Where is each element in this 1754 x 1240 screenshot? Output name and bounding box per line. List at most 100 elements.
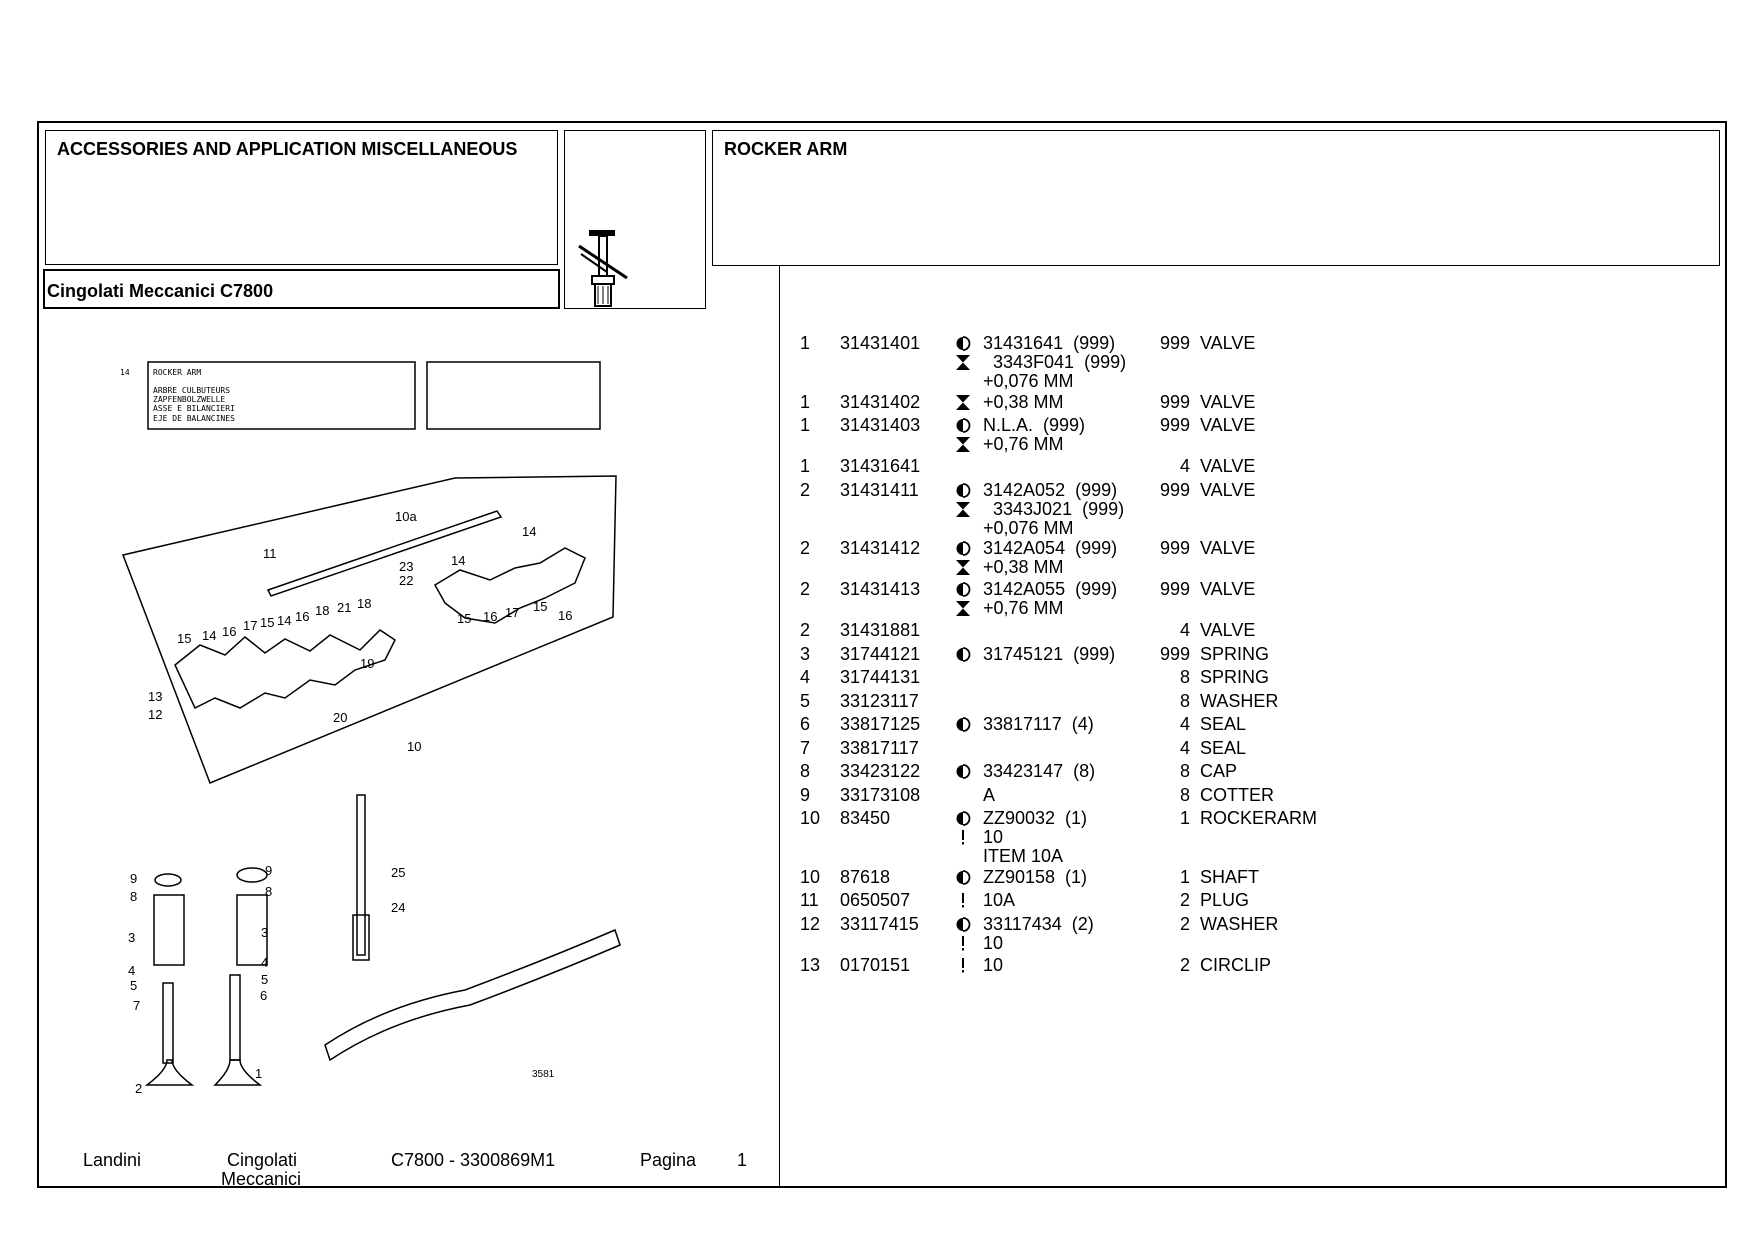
substitute-line: 3142A052 (999) bbox=[983, 479, 1118, 500]
svg-text:8: 8 bbox=[265, 884, 272, 899]
svg-text:15: 15 bbox=[177, 631, 191, 646]
substitute-line: 10 bbox=[983, 827, 1004, 847]
column-divider bbox=[779, 265, 780, 1188]
substitute-line: 33817117 (4) bbox=[983, 714, 1094, 734]
row-quantity: 8 bbox=[1179, 690, 1190, 711]
substitute-line: 31745121 (999) bbox=[983, 643, 1116, 664]
svg-text:4: 4 bbox=[128, 963, 135, 978]
substitute-line: +0,076 MM bbox=[983, 371, 1074, 391]
row-symbols bbox=[952, 956, 976, 975]
row-description: VALVE bbox=[1200, 538, 1256, 558]
row-symbols bbox=[952, 334, 976, 372]
row-part-number: 31431401 bbox=[840, 333, 921, 353]
row-part-number: 31744121 bbox=[840, 643, 921, 664]
svg-text:11: 11 bbox=[263, 546, 277, 561]
svg-text:14: 14 bbox=[277, 613, 291, 628]
row-substitutes: 10 bbox=[983, 954, 1004, 975]
substitute-line: 33117434 (2) bbox=[983, 913, 1094, 934]
substitute-line: 10 bbox=[983, 954, 1004, 975]
footer-series-2: Meccanici bbox=[221, 1169, 302, 1189]
oversize-icon bbox=[952, 353, 976, 372]
model-title: Cingolati Meccanici C7800 bbox=[47, 281, 274, 301]
svg-text:12: 12 bbox=[148, 707, 162, 722]
row-description: VALVE bbox=[1200, 333, 1256, 353]
substitute-line: +0,38 MM bbox=[983, 391, 1064, 412]
row-symbols bbox=[952, 868, 976, 887]
svg-text:14: 14 bbox=[451, 553, 465, 568]
svg-text:17: 17 bbox=[505, 605, 519, 620]
row-description: CIRCLIP bbox=[1200, 954, 1272, 975]
row-description: SEAL bbox=[1200, 737, 1247, 758]
svg-text:18: 18 bbox=[357, 596, 371, 611]
row-part-number: 31431402 bbox=[840, 391, 921, 412]
replaced-by-icon bbox=[952, 416, 976, 435]
row-position: 2 bbox=[800, 620, 811, 640]
svg-text:16: 16 bbox=[295, 609, 309, 624]
substitute-line: A bbox=[983, 784, 996, 805]
row-description: VALVE bbox=[1200, 579, 1256, 599]
svg-text:6: 6 bbox=[260, 988, 267, 1003]
replaced-by-icon bbox=[952, 868, 976, 887]
replaced-by-icon bbox=[952, 334, 976, 353]
row-symbols bbox=[952, 715, 976, 734]
substitute-line: +0,76 MM bbox=[983, 434, 1064, 454]
row-description: VALVE bbox=[1200, 391, 1256, 412]
row-symbols bbox=[952, 762, 976, 781]
row-substitutes: 31745121 (999) bbox=[983, 643, 1116, 664]
substitute-line: 31431641 (999) bbox=[983, 333, 1116, 353]
row-description: SPRING bbox=[1200, 643, 1270, 664]
row-quantity: 999 bbox=[1160, 391, 1191, 412]
oversize-icon bbox=[952, 393, 976, 412]
svg-text:14: 14 bbox=[202, 628, 216, 643]
svg-text:ASSE E BILANCIERI: ASSE E BILANCIERI bbox=[153, 404, 235, 413]
row-quantity: 4 bbox=[1179, 737, 1190, 758]
row-description: SPRING bbox=[1200, 667, 1270, 687]
svg-text:4: 4 bbox=[261, 955, 268, 970]
svg-text:ARBRE CULBUTEURS: ARBRE CULBUTEURS bbox=[153, 386, 230, 395]
valve-thumbnail-icon bbox=[578, 230, 628, 307]
svg-text:5: 5 bbox=[130, 978, 137, 993]
row-part-number: 31431413 bbox=[840, 579, 921, 599]
row-position: 1 bbox=[800, 333, 811, 353]
replaced-by-icon bbox=[952, 715, 976, 734]
row-description: PLUG bbox=[1200, 890, 1250, 910]
substitute-line: ZZ90032 (1) bbox=[983, 808, 1088, 828]
row-symbols bbox=[952, 416, 976, 454]
svg-text:ROCKER ARM: ROCKER ARM bbox=[153, 368, 201, 377]
svg-text:21: 21 bbox=[337, 600, 351, 615]
group-title: ROCKER ARM bbox=[724, 139, 848, 159]
row-position: 7 bbox=[800, 737, 811, 758]
svg-text:16: 16 bbox=[222, 624, 236, 639]
svg-text:3: 3 bbox=[128, 930, 135, 945]
row-part-number: 33423122 bbox=[840, 761, 921, 781]
row-symbols bbox=[952, 539, 976, 577]
row-part-number: 31431881 bbox=[840, 620, 921, 640]
row-quantity: 999 bbox=[1160, 415, 1191, 435]
note-icon bbox=[952, 956, 976, 975]
row-description: VALVE bbox=[1200, 456, 1256, 476]
row-position: 5 bbox=[800, 690, 811, 711]
row-part-number: 33173108 bbox=[840, 784, 921, 805]
row-part-number: 33817117 bbox=[840, 737, 919, 758]
note-icon bbox=[952, 828, 976, 847]
row-substitutes: 3142A055 (999)+0,76 MM bbox=[983, 580, 1117, 618]
row-part-number: 31744131 bbox=[840, 667, 921, 687]
footer-series-1: Cingolati bbox=[227, 1150, 298, 1170]
row-description: VALVE bbox=[1200, 415, 1256, 435]
substitute-line: ITEM 10A bbox=[983, 846, 1064, 866]
row-position: 13 bbox=[800, 954, 821, 975]
row-position: 3 bbox=[800, 643, 811, 664]
substitute-line: 3142A055 (999) bbox=[983, 579, 1118, 599]
row-quantity: 8 bbox=[1179, 784, 1190, 805]
row-part-number: 33123117 bbox=[840, 690, 919, 711]
row-symbols bbox=[952, 580, 976, 618]
row-part-number: 33817125 bbox=[840, 714, 921, 734]
row-symbols bbox=[952, 809, 976, 847]
svg-text:18: 18 bbox=[315, 603, 329, 618]
row-quantity: 1 bbox=[1179, 866, 1190, 887]
page-frame bbox=[37, 121, 1727, 1188]
row-part-number: 31431411 bbox=[840, 479, 919, 500]
svg-text:10: 10 bbox=[407, 739, 421, 754]
footer-page-number: 1 bbox=[737, 1150, 748, 1170]
row-quantity: 8 bbox=[1179, 667, 1190, 687]
